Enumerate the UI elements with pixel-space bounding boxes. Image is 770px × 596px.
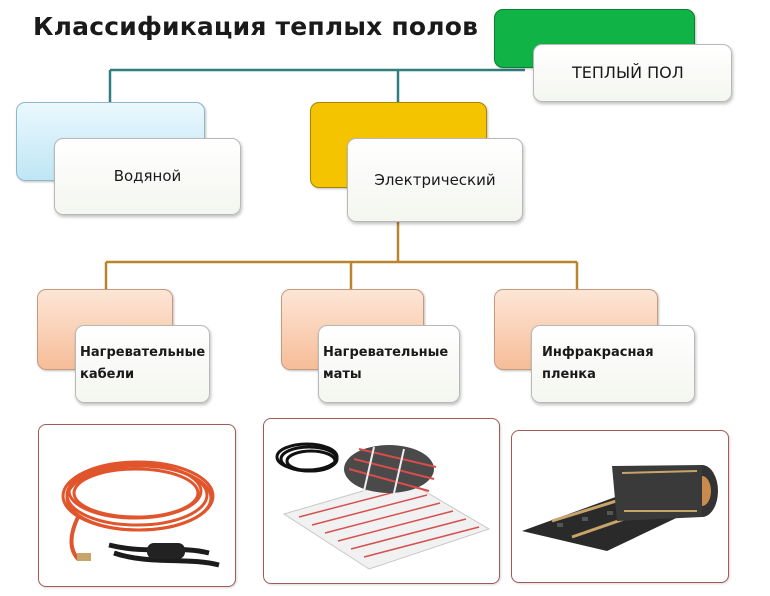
heating-mat-photo: [263, 418, 500, 584]
infrared-film-photo: [511, 430, 729, 583]
heating-mat-image: [275, 442, 491, 570]
electric-node: Электрический: [347, 138, 523, 222]
mats-node-label: Нагревательные маты: [323, 344, 449, 382]
water-node: Водяной: [54, 138, 241, 215]
diagram-title: Классификация теплых полов: [33, 12, 479, 41]
infrared-film-image: [522, 465, 718, 551]
film-node: Инфракрасная пленка: [531, 325, 695, 403]
heating-cable-image: [61, 460, 220, 568]
electric-connectors: [104, 222, 579, 289]
film-node-label: Инфракрасная пленка: [542, 344, 654, 382]
root-node: ТЕПЛЫЙ ПОЛ: [533, 44, 732, 102]
water-node-label: Водяной: [113, 167, 182, 185]
cables-node: Нагревательные кабели: [75, 325, 210, 403]
heating-cable-photo: [38, 424, 236, 587]
mats-node: Нагревательные маты: [318, 325, 460, 403]
root-node-label: ТЕПЛЫЙ ПОЛ: [572, 62, 684, 82]
cables-node-label: Нагревательные кабели: [80, 344, 206, 382]
root-connectors: [108, 68, 525, 102]
electric-node-label: Электрический: [374, 170, 496, 189]
